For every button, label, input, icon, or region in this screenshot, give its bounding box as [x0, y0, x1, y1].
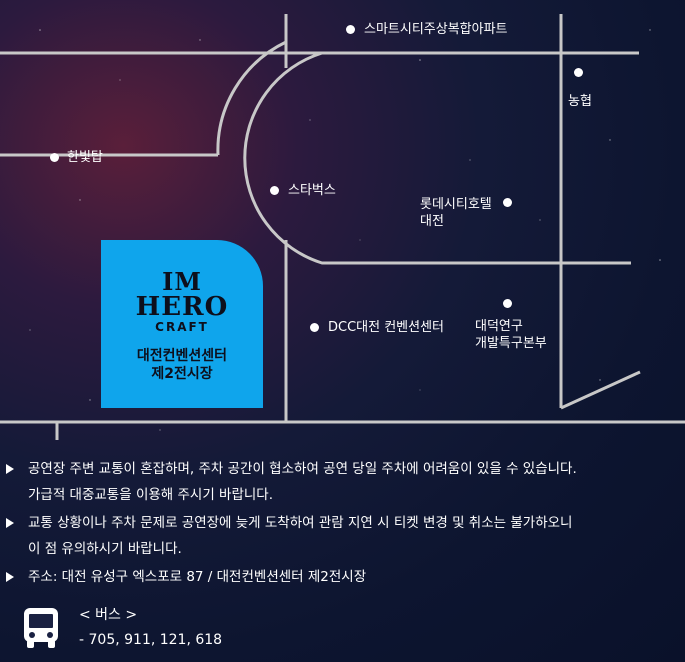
poi-nonghyup: 농협	[568, 94, 592, 109]
poi-lotte-city-hotel: 롯데시티호텔 대전	[420, 197, 492, 229]
poi-dot	[270, 186, 279, 195]
notice-text: 교통 상황이나 주차 문제로 공연장에 늦게 도착하여 관람 지연 시 티켓 변…	[28, 515, 573, 531]
road-arc-outer	[216, 14, 288, 156]
im-hero-craft-logo: IM HERO CRAFT	[101, 267, 263, 335]
venue-name: 대전컨벤션센터 제2전시장	[101, 347, 263, 383]
bus-icon	[24, 608, 58, 648]
logo-line-hero: HERO	[135, 292, 229, 322]
notice-text: 이 점 유의하시기 바랍니다.	[28, 541, 182, 557]
notice-list: 공연장 주변 교통이 혼잡하며, 주차 공간이 협소하여 공연 당일 주차에 어…	[6, 456, 681, 592]
poi-dot	[503, 198, 512, 207]
logo-line-im: IM	[162, 267, 202, 296]
bus-title: < 버스 >	[79, 607, 138, 623]
triangle-bullet-icon	[6, 464, 14, 474]
poi-hanbit-tower: 한빛탑	[67, 150, 103, 165]
poi-dcc: DCC대전 컨벤션센터	[328, 320, 445, 335]
road-diagonal	[560, 370, 641, 410]
notice-item: 공연장 주변 교통이 혼잡하며, 주차 공간이 협소하여 공연 당일 주차에 어…	[6, 456, 681, 508]
notice-item: 주소: 대전 유성구 엑스포로 87 / 대전컨벤션센터 제2전시장	[6, 564, 681, 590]
notice-text: 가급적 대중교통을 이용해 주시기 바랍니다.	[28, 487, 274, 503]
poi-dot	[574, 68, 583, 77]
venue-block: IM HERO CRAFT 대전컨벤션센터 제2전시장	[101, 240, 263, 408]
venue-name-line1: 대전컨벤션센터	[136, 348, 228, 364]
poi-dot	[503, 299, 512, 308]
poi-dot	[50, 153, 59, 162]
bus-lines: - 705, 911, 121, 618	[79, 632, 223, 648]
poi-dot	[310, 323, 319, 332]
poi-starbucks: 스타벅스	[288, 183, 336, 198]
poi-daedeok: 대덕연구 개발특구본부	[475, 319, 547, 351]
poi-smart-city: 스마트시티주상복합아파트	[364, 22, 508, 37]
poi-dot	[346, 25, 355, 34]
address-text: 주소: 대전 유성구 엑스포로 87 / 대전컨벤션센터 제2전시장	[28, 569, 367, 585]
venue-name-line2: 제2전시장	[151, 366, 213, 382]
notice-text: 공연장 주변 교통이 혼잡하며, 주차 공간이 협소하여 공연 당일 주차에 어…	[28, 461, 577, 477]
notice-item: 교통 상황이나 주차 문제로 공연장에 늦게 도착하여 관람 지연 시 티켓 변…	[6, 510, 681, 562]
road-loop	[243, 51, 631, 265]
logo-line-craft: CRAFT	[155, 320, 209, 334]
triangle-bullet-icon	[6, 572, 14, 582]
triangle-bullet-icon	[6, 518, 14, 528]
